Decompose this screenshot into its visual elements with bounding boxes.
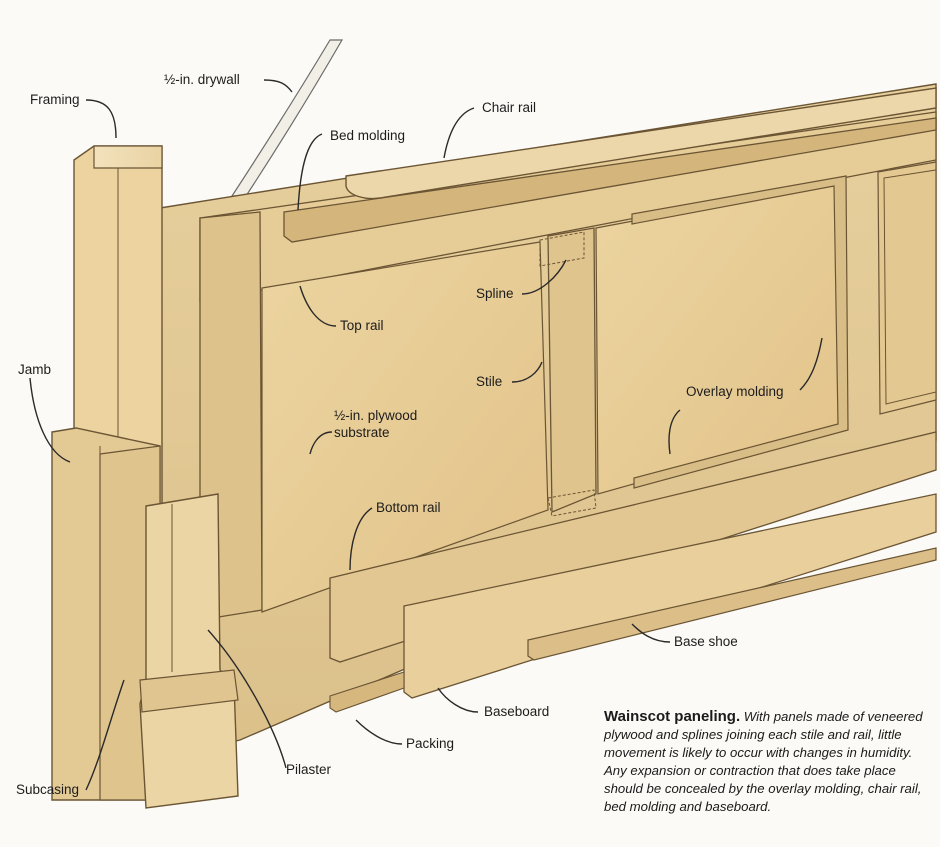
label-framing: Framing bbox=[30, 92, 80, 107]
label-drywall: ½-in. drywall bbox=[164, 72, 240, 87]
label-plywood-line2: substrate bbox=[334, 425, 390, 440]
leader-plywood bbox=[309, 431, 333, 455]
label-top-rail: Top rail bbox=[340, 318, 384, 333]
label-subcasing: Subcasing bbox=[16, 782, 79, 797]
leader-overlay-molding-right bbox=[799, 337, 823, 391]
leader-bottom-rail bbox=[349, 507, 373, 571]
leader-stile bbox=[511, 361, 543, 383]
label-pilaster: Pilaster bbox=[286, 762, 332, 777]
panel-far-right bbox=[877, 161, 937, 415]
pilaster-base bbox=[139, 669, 239, 713]
chair-rail-molding bbox=[345, 87, 937, 200]
label-stile: Stile bbox=[476, 374, 502, 389]
bed-molding bbox=[283, 117, 937, 243]
leader-baseboard bbox=[437, 687, 479, 713]
overlay-molding-frame bbox=[631, 175, 849, 489]
leader-spline bbox=[521, 259, 567, 295]
leader-chair-rail bbox=[443, 107, 475, 159]
leader-overlay-molding bbox=[668, 409, 681, 455]
leader-framing bbox=[85, 99, 117, 139]
label-baseboard: Baseboard bbox=[484, 704, 549, 719]
framing-stud-top bbox=[93, 145, 163, 169]
leader-subcasing bbox=[85, 679, 125, 791]
label-jamb: Jamb bbox=[18, 362, 51, 377]
drywall-sheet bbox=[230, 39, 344, 197]
panel-far-right-molding bbox=[883, 169, 937, 405]
leader-pilaster bbox=[207, 629, 287, 769]
spline-lower bbox=[547, 489, 597, 517]
caption-title: Wainscot paneling. bbox=[604, 708, 741, 725]
label-base-shoe: Base shoe bbox=[674, 634, 738, 649]
caption: Wainscot paneling. With panels made of v… bbox=[604, 708, 934, 816]
spline bbox=[539, 231, 585, 267]
leader-jamb bbox=[29, 377, 71, 463]
base-shoe bbox=[527, 547, 937, 661]
leader-packing bbox=[355, 719, 403, 745]
label-overlay-molding: Overlay molding bbox=[686, 384, 784, 399]
label-bed-molding: Bed molding bbox=[330, 128, 405, 143]
packing bbox=[329, 671, 405, 713]
label-plywood-line1: ½-in. plywood bbox=[334, 408, 417, 423]
leader-drywall bbox=[263, 79, 293, 93]
panel-left bbox=[261, 241, 549, 613]
leader-base-shoe bbox=[631, 623, 671, 643]
leader-bed-molding bbox=[297, 133, 323, 211]
label-chair-rail: Chair rail bbox=[482, 100, 536, 115]
label-bottom-rail: Bottom rail bbox=[376, 500, 441, 515]
label-spline: Spline bbox=[476, 286, 514, 301]
leader-top-rail bbox=[299, 285, 337, 327]
center-stile bbox=[547, 227, 597, 513]
label-packing: Packing bbox=[406, 736, 454, 751]
caption-body: With panels made of veneered plywood and… bbox=[604, 709, 923, 814]
